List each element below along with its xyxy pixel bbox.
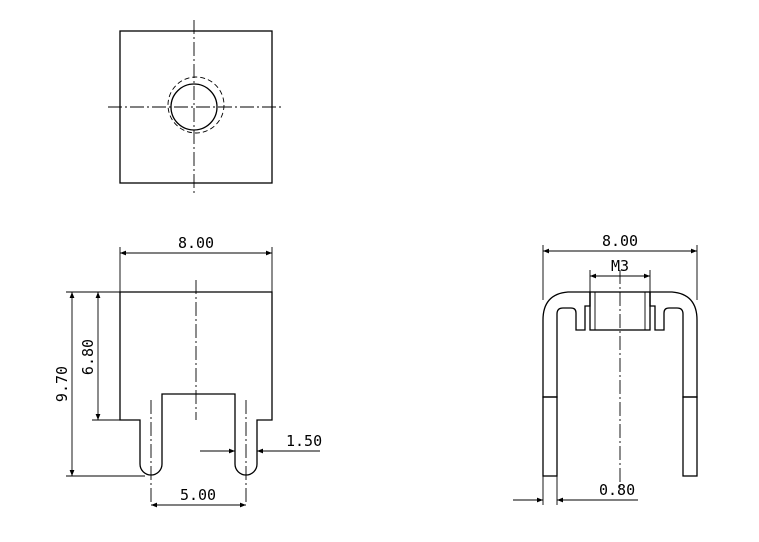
dim-section-width-label: 8.00	[602, 232, 638, 250]
dim-leg-width-label: 1.50	[286, 432, 322, 450]
dim-leg-spacing: 5.00	[151, 486, 246, 508]
dim-wall-thickness: 0.80	[513, 476, 638, 505]
dim-leg-width: 1.50	[200, 432, 322, 454]
top-view	[108, 20, 284, 194]
dim-leg-spacing-label: 5.00	[180, 486, 216, 504]
front-view-outline	[119, 291, 273, 476]
dim-wall-thickness-label: 0.80	[599, 481, 635, 499]
section-left-leg	[542, 396, 558, 477]
dim-top-width-label: 8.00	[178, 234, 214, 252]
dim-total-height-label: 9.70	[53, 366, 71, 402]
dim-total-height: 9.70	[53, 291, 145, 477]
top-view-thread-circle	[167, 76, 225, 134]
dim-top-width: 8.00	[119, 234, 273, 292]
section-hatch-left	[542, 291, 591, 398]
front-view: 8.00 9.70 6.80 1.50 5.00	[53, 234, 322, 508]
dim-body-height: 6.80	[79, 292, 120, 421]
section-view: 8.00 M3 0.80	[513, 232, 698, 505]
section-hatch-right	[649, 291, 698, 398]
dim-thread: M3	[589, 257, 651, 292]
section-right-leg	[682, 396, 698, 477]
dim-thread-label: M3	[611, 257, 629, 275]
dim-section-width: 8.00	[542, 232, 698, 300]
dim-body-height-label: 6.80	[79, 339, 97, 375]
